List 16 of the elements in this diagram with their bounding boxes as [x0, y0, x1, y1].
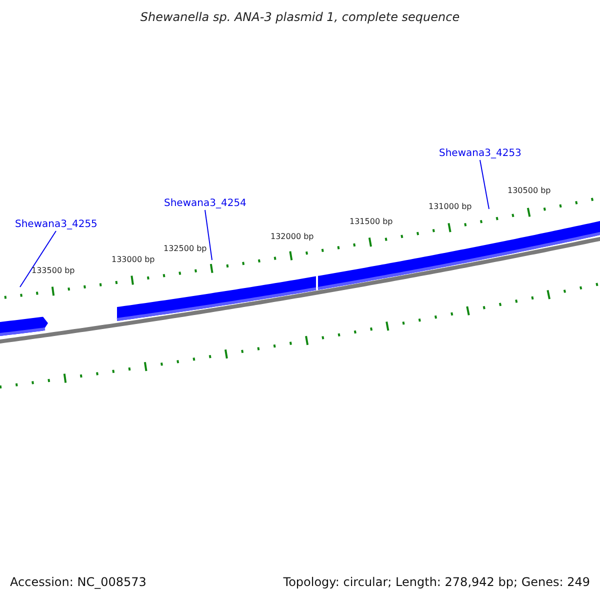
tick-label: 133000 bp: [112, 255, 155, 265]
leader-line: [204, 210, 212, 260]
tick-label: 131000 bp: [428, 202, 472, 212]
footer-note: Accession: NC_008573: [10, 575, 146, 589]
leader-line: [480, 160, 490, 210]
tick-label: 130500 bp: [508, 186, 551, 196]
gene-label: Shewana3_4253: [439, 148, 522, 160]
tick-label: 131500 bp: [350, 217, 393, 227]
leader-line: [20, 230, 56, 288]
footer-note: Topology: circular; Length: 278,942 bp; Genes: 249: [283, 575, 590, 589]
tick-label: 133500 bp: [32, 266, 75, 276]
map-title: Shewanella sp. ANA-3 plasmid 1, complete sequence: [139, 10, 461, 24]
tick-label: 132000 bp: [270, 232, 314, 242]
gene-label: Shewana3_4255: [15, 219, 98, 231]
tick-label: 132500 bp: [164, 244, 207, 254]
gene-label: Shewana3_4254: [164, 198, 246, 210]
